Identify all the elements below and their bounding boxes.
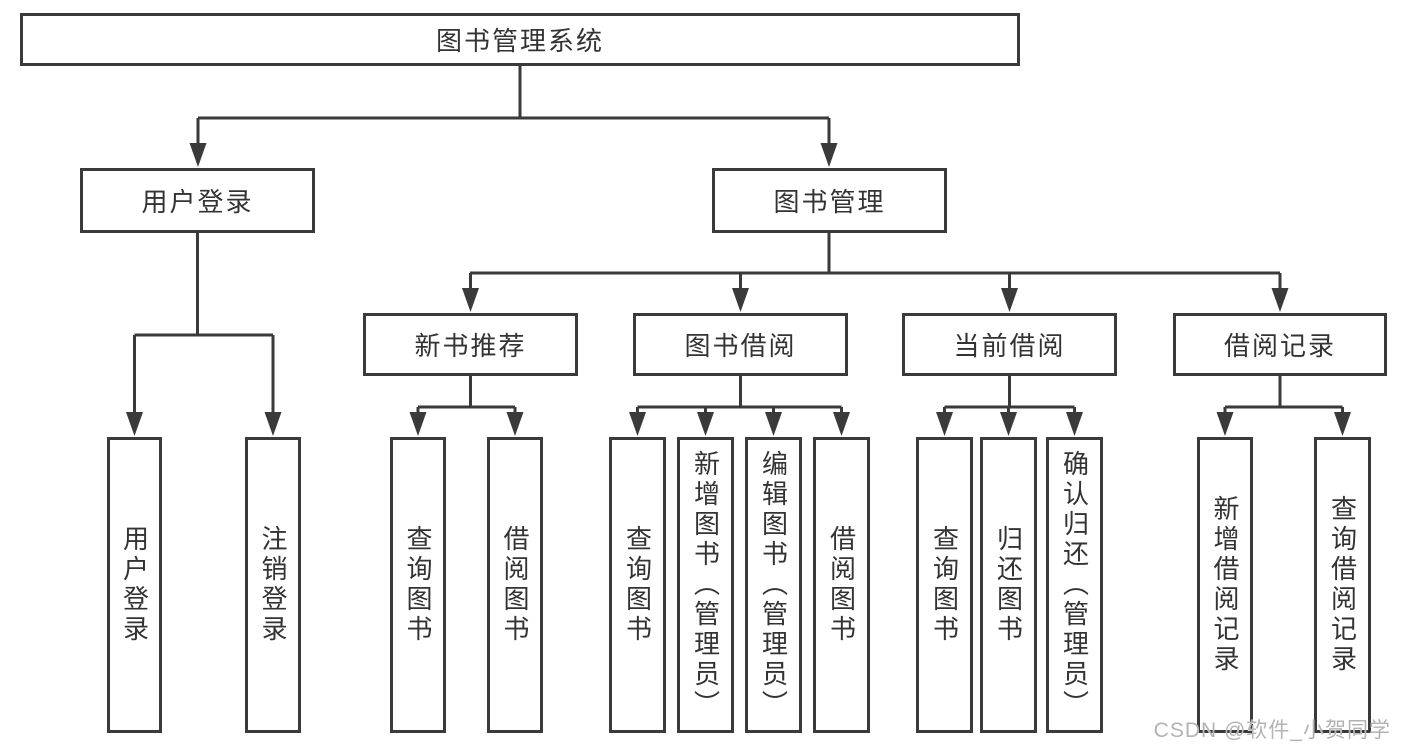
leaf-confirm-return-admin: 确认归还（管理员） [1046, 437, 1103, 733]
node-book-borrow-label: 图书借阅 [684, 331, 797, 361]
node-current-borrow: 当前借阅 [902, 313, 1117, 376]
node-book-management: 图书管理 [712, 168, 947, 233]
leaf-user-login-label: 用户登录 [119, 525, 150, 645]
leaf-add-borrow-record-label: 新增借阅记录 [1210, 495, 1240, 675]
node-root: 图书管理系统 [20, 13, 1020, 66]
leaf-logout-label: 注销登录 [258, 525, 288, 645]
leaf-borrow-books: 借阅图书 [813, 437, 870, 733]
node-new-book-recommend-label: 新书推荐 [414, 331, 527, 361]
leaf-add-book-admin: 新增图书（管理员） [677, 437, 734, 733]
leaf-query-books-recommend-label: 查询图书 [403, 525, 433, 645]
leaf-query-books-borrow: 查询图书 [609, 437, 666, 733]
leaf-add-book-admin-label: 新增图书（管理员） [690, 450, 721, 720]
leaf-query-books-current: 查询图书 [916, 437, 973, 733]
node-book-management-label: 图书管理 [773, 187, 886, 217]
leaf-borrow-books-recommend-label: 借阅图书 [500, 525, 530, 645]
leaf-user-login: 用户登录 [107, 437, 162, 733]
leaf-return-book: 归还图书 [980, 437, 1037, 733]
leaf-borrow-books-label: 借阅图书 [826, 525, 857, 645]
leaf-add-borrow-record: 新增借阅记录 [1197, 437, 1253, 733]
leaf-edit-book-admin-label: 编辑图书（管理员） [758, 450, 789, 720]
leaf-logout: 注销登录 [245, 437, 301, 733]
node-current-borrow-label: 当前借阅 [953, 331, 1066, 361]
leaf-borrow-books-recommend: 借阅图书 [487, 437, 543, 733]
node-borrow-records-label: 借阅记录 [1223, 331, 1336, 361]
node-new-book-recommend: 新书推荐 [363, 313, 578, 376]
node-root-label: 图书管理系统 [435, 26, 604, 56]
leaf-return-book-label: 归还图书 [993, 525, 1024, 645]
leaf-query-books-recommend: 查询图书 [390, 437, 446, 733]
node-user-login: 用户登录 [80, 168, 315, 233]
leaf-query-borrow-record-label: 查询借阅记录 [1327, 495, 1358, 675]
csdn-watermark: CSDN @软件_小贺同学 [1153, 719, 1391, 742]
node-user-login-label: 用户登录 [141, 187, 254, 217]
leaf-edit-book-admin: 编辑图书（管理员） [745, 437, 802, 733]
node-borrow-records: 借阅记录 [1173, 313, 1387, 376]
leaf-confirm-return-admin-label: 确认归还（管理员） [1059, 450, 1090, 720]
leaf-query-borrow-record: 查询借阅记录 [1314, 437, 1371, 733]
node-book-borrow: 图书借阅 [633, 313, 848, 376]
leaf-query-books-borrow-label: 查询图书 [622, 525, 653, 645]
leaf-query-books-current-label: 查询图书 [929, 525, 960, 645]
